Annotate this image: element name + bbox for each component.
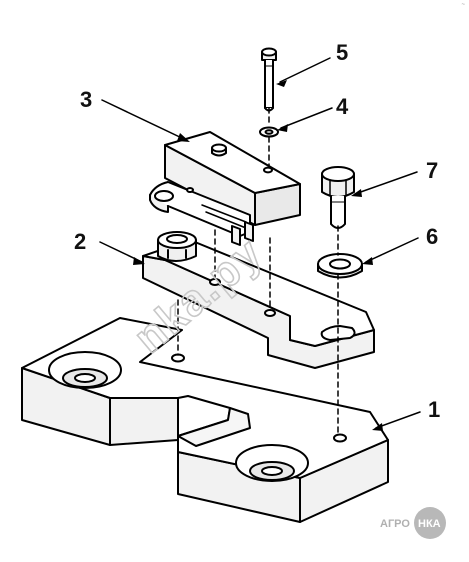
- leader-arrowheads: [133, 80, 383, 431]
- callout-label: 6: [426, 224, 438, 249]
- base-plate-part-1: [21, 317, 389, 523]
- callout-label: 3: [80, 87, 92, 112]
- screw-part-5: [261, 47, 277, 112]
- logo-text-badge: НКА: [418, 518, 441, 530]
- bolt-part-7: [321, 166, 355, 229]
- callout-label: 4: [336, 94, 349, 119]
- callout-label: 2: [74, 229, 86, 254]
- agronka-logo: АГРО НКА: [380, 507, 446, 539]
- callout-label: 1: [428, 397, 440, 422]
- assembly-lines: [177, 107, 339, 437]
- washer-part-6: [317, 253, 363, 279]
- micro-switch-part-3: [149, 131, 301, 246]
- washer-part-4: [259, 126, 279, 138]
- callout-label: 7: [426, 158, 438, 183]
- corner-mark: ~: [461, 2, 465, 8]
- bracket-part-2: [142, 231, 375, 369]
- logo-text-left: АГРО: [380, 518, 410, 530]
- callout-label: 5: [336, 40, 348, 65]
